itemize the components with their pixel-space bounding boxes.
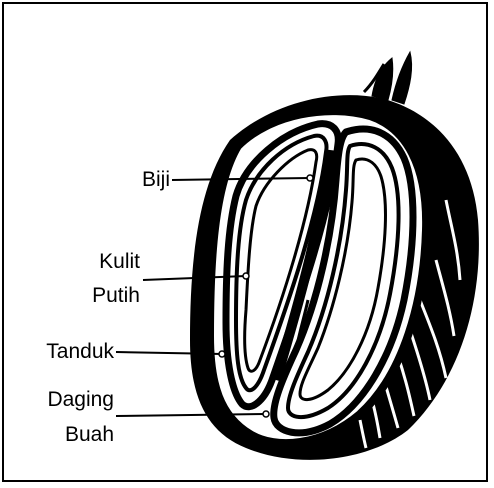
label-tanduk: Tanduk bbox=[14, 340, 114, 364]
label-biji: Biji bbox=[96, 168, 170, 192]
label-daging: Daging bbox=[14, 388, 114, 412]
stem bbox=[364, 52, 412, 104]
label-buah: Buah bbox=[14, 423, 114, 447]
label-kulit: Kulit bbox=[50, 250, 140, 274]
label-putih: Putih bbox=[50, 284, 140, 308]
